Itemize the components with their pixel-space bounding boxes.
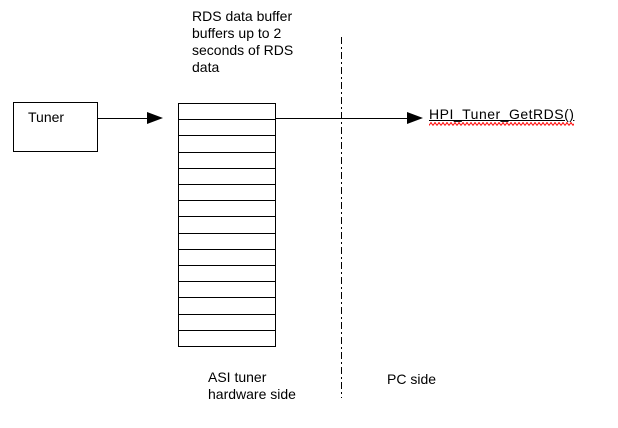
function-label: HPI_Tuner_GetRDS() <box>429 106 575 126</box>
arrow-right-icon <box>407 112 423 124</box>
tuner-box: Tuner <box>13 102 98 152</box>
hardware-pc-divider-line <box>341 37 342 398</box>
buffer-row <box>179 104 275 121</box>
tuner-to-buffer-arrow-line <box>98 118 148 119</box>
buffer-row <box>179 201 275 218</box>
buffer-row <box>179 282 275 299</box>
rds-data-buffer <box>178 103 276 347</box>
buffer-row <box>179 331 275 346</box>
buffer-caption: RDS data buffer buffers up to 2 seconds … <box>192 8 294 75</box>
buffer-row <box>179 250 275 267</box>
buffer-row <box>179 315 275 331</box>
buffer-row <box>179 153 275 169</box>
buffer-row <box>179 234 275 250</box>
buffer-to-pc-arrow-line <box>276 118 408 119</box>
hardware-side-label: ASI tuner hardware side <box>208 369 296 402</box>
buffer-row <box>179 169 275 186</box>
buffer-row <box>179 217 275 234</box>
buffer-row <box>179 136 275 153</box>
buffer-row <box>179 298 275 315</box>
buffer-row <box>179 120 275 137</box>
pc-side-label: PC side <box>387 371 437 387</box>
buffer-row <box>179 266 275 283</box>
arrow-right-icon <box>147 112 163 124</box>
buffer-row <box>179 185 275 202</box>
tuner-box-label: Tuner <box>28 109 65 125</box>
spellcheck-squiggle-icon <box>429 122 575 126</box>
function-label-text: HPI_Tuner_GetRDS() <box>429 106 575 122</box>
